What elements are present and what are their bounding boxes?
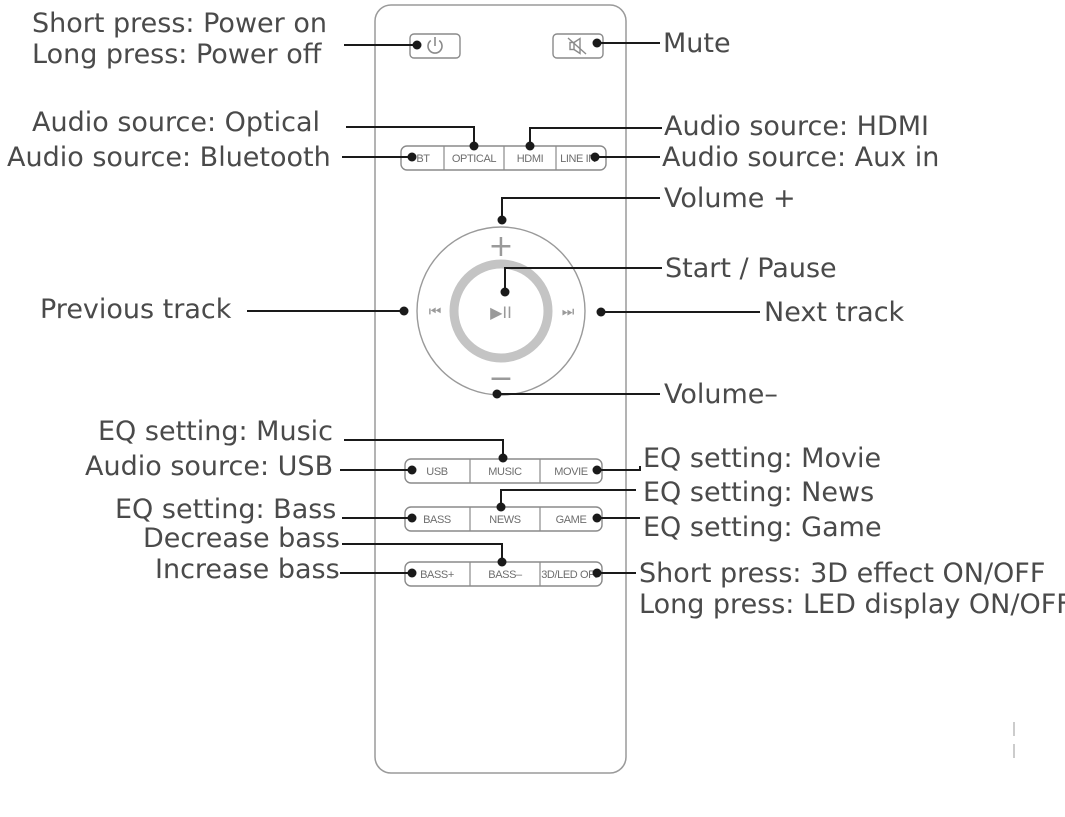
optical-label: Audio source: Optical: [32, 107, 320, 138]
previous-track-label: Previous track: [40, 294, 232, 325]
play-pause-button[interactable]: [449, 259, 553, 363]
control-pad: + − ▶II ⏮ ⏭: [416, 226, 586, 396]
aux-label: Audio source: Aux in: [662, 142, 939, 173]
eq-music-label: EQ setting: Music: [98, 416, 333, 447]
usb-label: Audio source: USB: [85, 451, 333, 482]
bass-minus-button[interactable]: BASS–: [488, 569, 523, 581]
mute-label: Mute: [663, 28, 731, 59]
button-row-3: BASS+ BASS– 3D/LED OFF: [404, 561, 603, 587]
eq-movie-label: EQ setting: Movie: [643, 443, 881, 474]
effect-long-label: Long press: LED display ON/OFF: [639, 589, 1065, 620]
volume-up-label: Volume +: [664, 183, 796, 214]
news-button[interactable]: NEWS: [489, 514, 521, 526]
source-button-row: BT OPTICAL HDMI LINE IN: [400, 145, 607, 171]
leader-dots: [399, 38, 606, 578]
bass-plus-button[interactable]: BASS+: [420, 569, 454, 581]
optical-button[interactable]: OPTICAL: [452, 153, 497, 165]
usb-button[interactable]: USB: [426, 466, 448, 478]
leader-lines: [247, 42, 760, 574]
eq-news-label: EQ setting: News: [643, 477, 874, 508]
start-pause-label: Start / Pause: [665, 253, 837, 284]
power-short-label: Short press: Power on: [32, 8, 327, 39]
3d-led-off-button[interactable]: 3D/LED OFF: [541, 569, 602, 581]
bluetooth-label: Audio source: Bluetooth: [7, 142, 331, 173]
power-button[interactable]: [409, 33, 461, 59]
speaker-mute-icon: [567, 37, 587, 55]
eq-game-label: EQ setting: Game: [643, 512, 882, 543]
game-button[interactable]: GAME: [556, 514, 587, 526]
hdmi-label: Audio source: HDMI: [664, 111, 929, 142]
bt-button[interactable]: BT: [416, 153, 430, 165]
power-long-label: Long press: Power off: [32, 39, 323, 70]
next-track-label: Next track: [764, 297, 905, 328]
increase-bass-label: Increase bass: [155, 554, 340, 585]
volume-up-button[interactable]: +: [488, 229, 513, 264]
callout-labels: Short press: Power on Long press: Power …: [7, 8, 1065, 620]
power-icon: [427, 37, 443, 54]
previous-track-button[interactable]: ⏮: [429, 304, 442, 320]
mute-button[interactable]: [552, 33, 604, 59]
decrease-bass-label: Decrease bass: [143, 523, 340, 554]
movie-button[interactable]: MOVIE: [554, 466, 588, 478]
line-in-button[interactable]: LINE IN: [560, 153, 597, 165]
bass-eq-button[interactable]: BASS: [423, 514, 451, 526]
music-button[interactable]: MUSIC: [488, 466, 522, 478]
volume-down-button[interactable]: −: [488, 361, 513, 396]
volume-down-label: Volume–: [664, 379, 778, 410]
hdmi-button[interactable]: HDMI: [517, 153, 544, 165]
eq-bass-label: EQ setting: Bass: [115, 494, 336, 525]
play-pause-icon: ▶II: [490, 303, 512, 322]
effect-short-label: Short press: 3D effect ON/OFF: [639, 558, 1045, 589]
button-row-1: USB MUSIC MOVIE: [404, 458, 603, 484]
next-track-button[interactable]: ⏭: [562, 304, 575, 320]
